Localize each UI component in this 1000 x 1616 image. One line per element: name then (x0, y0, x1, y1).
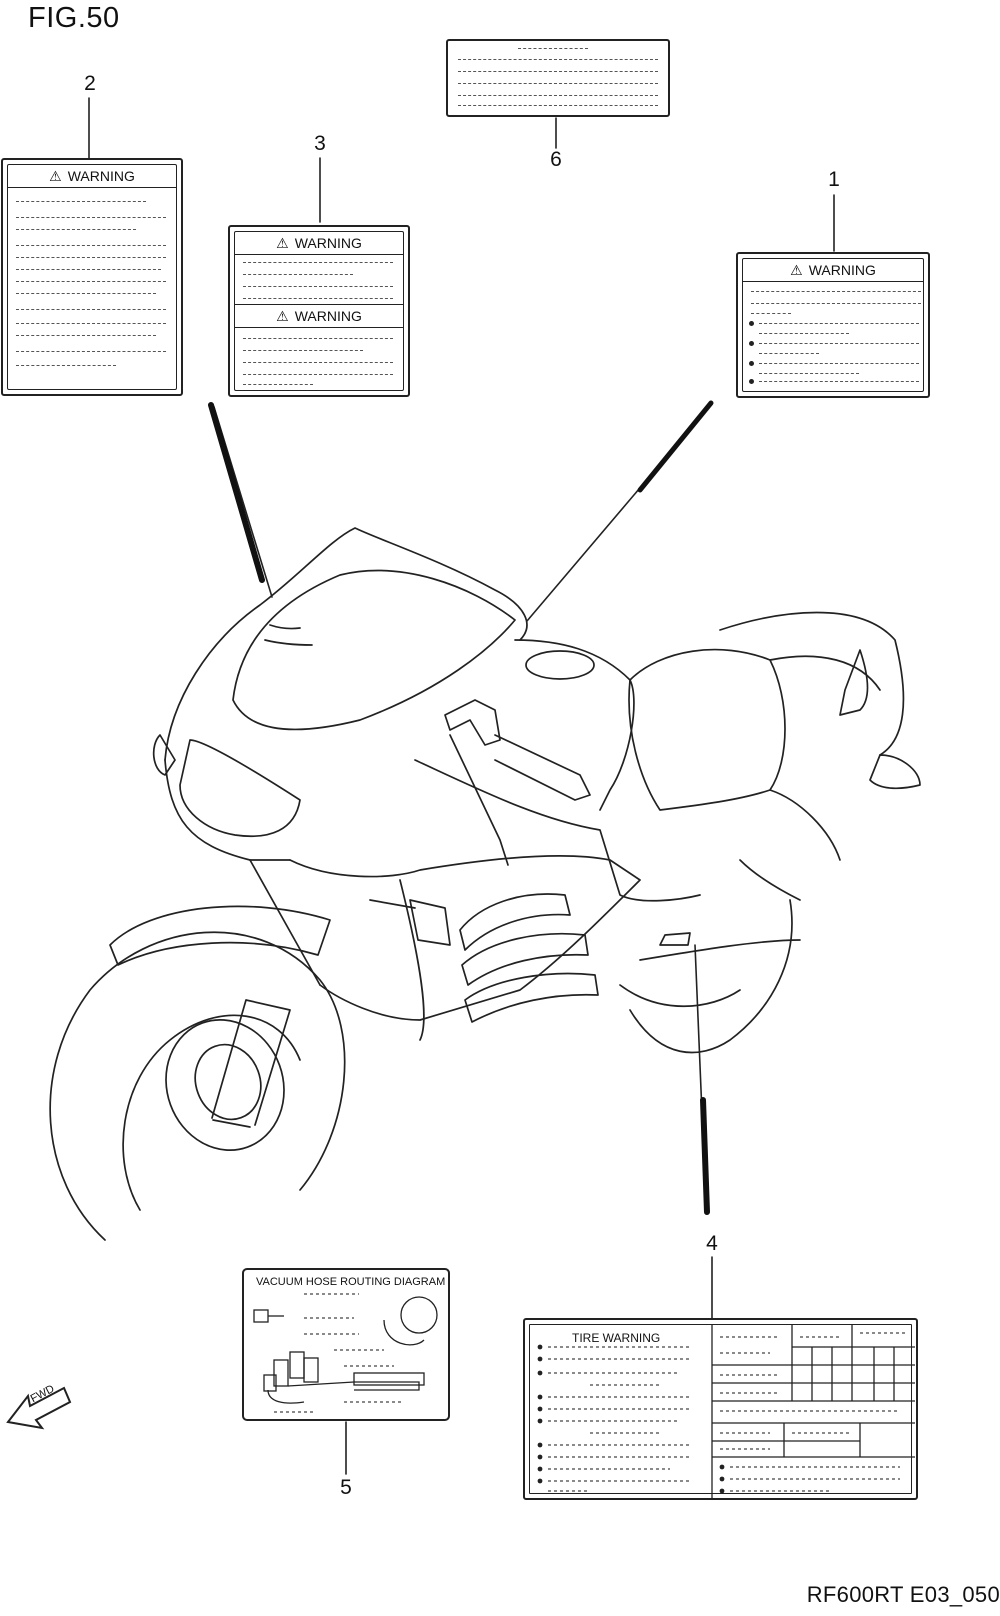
callout-6: 6 (550, 148, 562, 171)
forward-arrow-icon (6, 1386, 72, 1430)
vacuum-diagram-title: VACUUM HOSE ROUTING DIAGRAM (256, 1276, 446, 1288)
label-2: ⚠ WARNING (1, 158, 183, 396)
warning-triangle-icon: ⚠ (790, 261, 803, 278)
label-3-header-top: ⚠ WARNING (235, 232, 403, 255)
label-3-header-bottom: ⚠ WARNING (235, 304, 403, 328)
label-2-warning-text: WARNING (67, 168, 135, 184)
label-2-header: ⚠ WARNING (8, 165, 176, 188)
label-3: ⚠ WARNING ⚠ WARNING (228, 225, 410, 397)
label-1-warning-text: WARNING (808, 262, 876, 278)
callout-2: 2 (84, 72, 96, 95)
figure-title: FIG.50 (28, 2, 120, 34)
warning-triangle-icon: ⚠ (49, 167, 62, 184)
label-3-warning-text-top: WARNING (294, 235, 362, 251)
label-6 (446, 39, 670, 117)
callout-1: 1 (828, 168, 840, 191)
callout-5: 5 (340, 1476, 352, 1499)
label-3-warning-text-bottom: WARNING (294, 308, 362, 324)
vacuum-hose-diagram (253, 1293, 438, 1413)
label-4: TIRE WARNING (523, 1318, 918, 1500)
warning-triangle-icon: ⚠ (276, 307, 289, 324)
warning-triangle-icon: ⚠ (276, 234, 289, 251)
drawing-code: RF600RT E03_050 (806, 1582, 1000, 1607)
label-1-header: ⚠ WARNING (743, 259, 923, 282)
tire-warning-title: TIRE WARNING (572, 1331, 661, 1345)
callout-4: 4 (706, 1232, 718, 1255)
tire-warning-table (537, 1325, 915, 1499)
callout-3: 3 (314, 132, 326, 155)
label-5: VACUUM HOSE ROUTING DIAGRAM (242, 1268, 450, 1421)
label-1: ⚠ WARNING (736, 252, 930, 398)
